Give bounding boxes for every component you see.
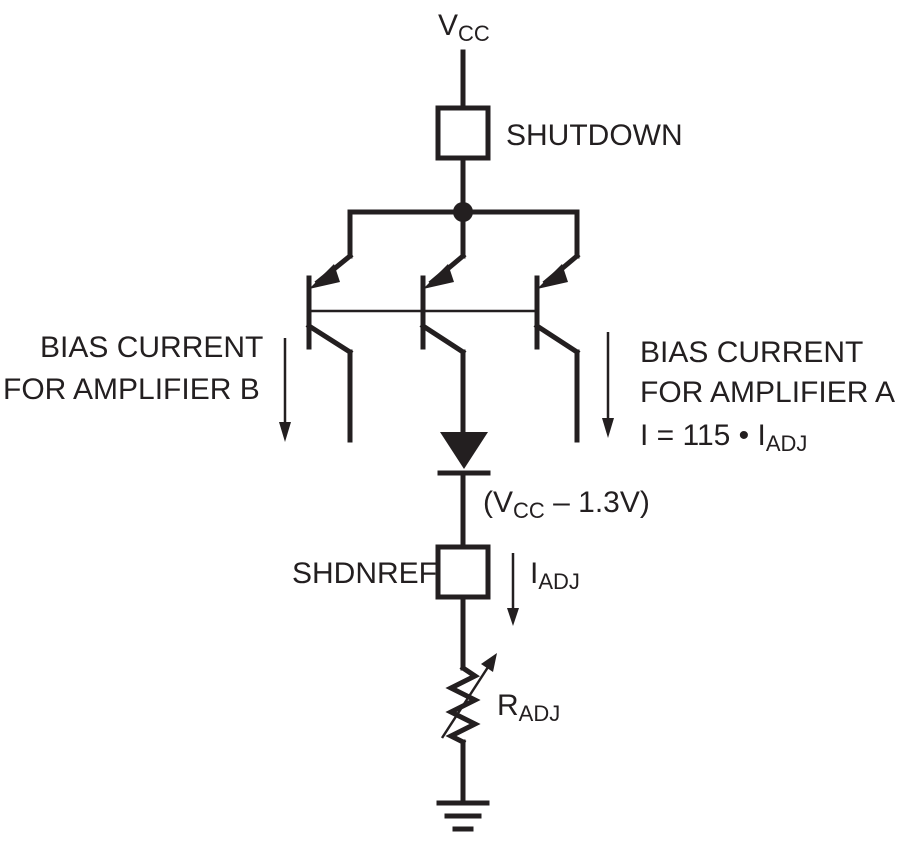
shutdown-box xyxy=(435,105,491,161)
bias-b-label-line2: FOR AMPLIFIER B xyxy=(3,373,260,406)
transistor-reference xyxy=(419,209,467,435)
shdnref-box xyxy=(435,544,491,600)
bias-a-arrow xyxy=(602,332,614,438)
bias-b-arrow xyxy=(279,338,291,442)
bias-a-equation: I = 115 • IADJ xyxy=(640,419,807,456)
bias-a-label-line1: BIAS CURRENT xyxy=(640,336,863,369)
vcc-label: VCC xyxy=(438,9,490,46)
radj-adjust-arrow xyxy=(440,653,497,739)
transistor-a xyxy=(533,209,581,443)
shutdown-label: SHUTDOWN xyxy=(506,119,683,152)
transistor-b xyxy=(305,209,354,443)
diode-voltage-label: (VCC – 1.3V) xyxy=(483,486,650,523)
diode-triangle xyxy=(440,432,488,469)
radj-label: RADJ xyxy=(497,689,560,726)
iadj-label: IADJ xyxy=(530,557,580,594)
bias-a-label-line2: FOR AMPLIFIER A xyxy=(640,376,895,409)
ground-symbol xyxy=(436,800,490,832)
shdnref-label: SHDNREF xyxy=(292,557,437,590)
bias-b-label-line1: BIAS CURRENT xyxy=(40,331,263,364)
iadj-arrow xyxy=(507,553,519,626)
